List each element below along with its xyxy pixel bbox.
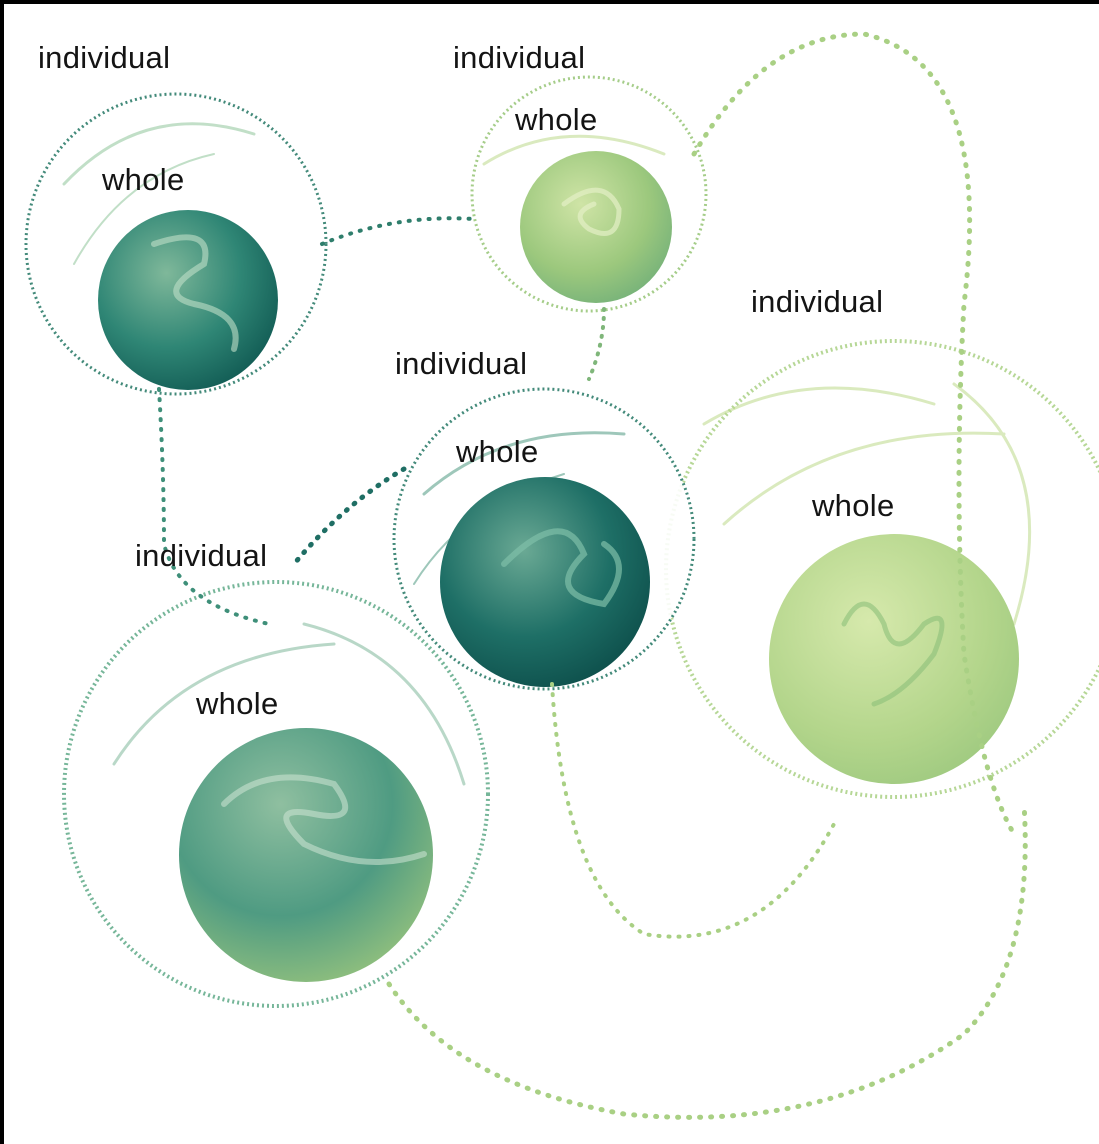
label-whole-bottom-left: whole (196, 688, 279, 719)
inner-sphere-bottom-left (179, 728, 433, 982)
label-individual-top-center: individual (453, 42, 585, 73)
trail-topleft-to-bottomleft (159, 389, 269, 624)
label-whole-top-center: whole (515, 104, 598, 135)
label-whole-middle: whole (456, 436, 539, 467)
trail-topcenter-to-middle (589, 309, 604, 379)
trail-middle-to-bottomleft (294, 469, 404, 564)
trail-topleft-to-topcenter (322, 218, 474, 244)
label-whole-right: whole (812, 490, 895, 521)
label-individual-bottom-left: individual (135, 540, 267, 571)
label-whole-top-left: whole (102, 164, 185, 195)
trail-bottom-large-loop (389, 804, 1025, 1117)
label-individual-top-left: individual (38, 42, 170, 73)
label-individual-middle: individual (395, 348, 527, 379)
illustration-canvas: individual whole individual whole indivi… (4, 4, 1099, 1144)
label-individual-right: individual (751, 286, 883, 317)
inner-sphere-top-center (520, 151, 672, 303)
